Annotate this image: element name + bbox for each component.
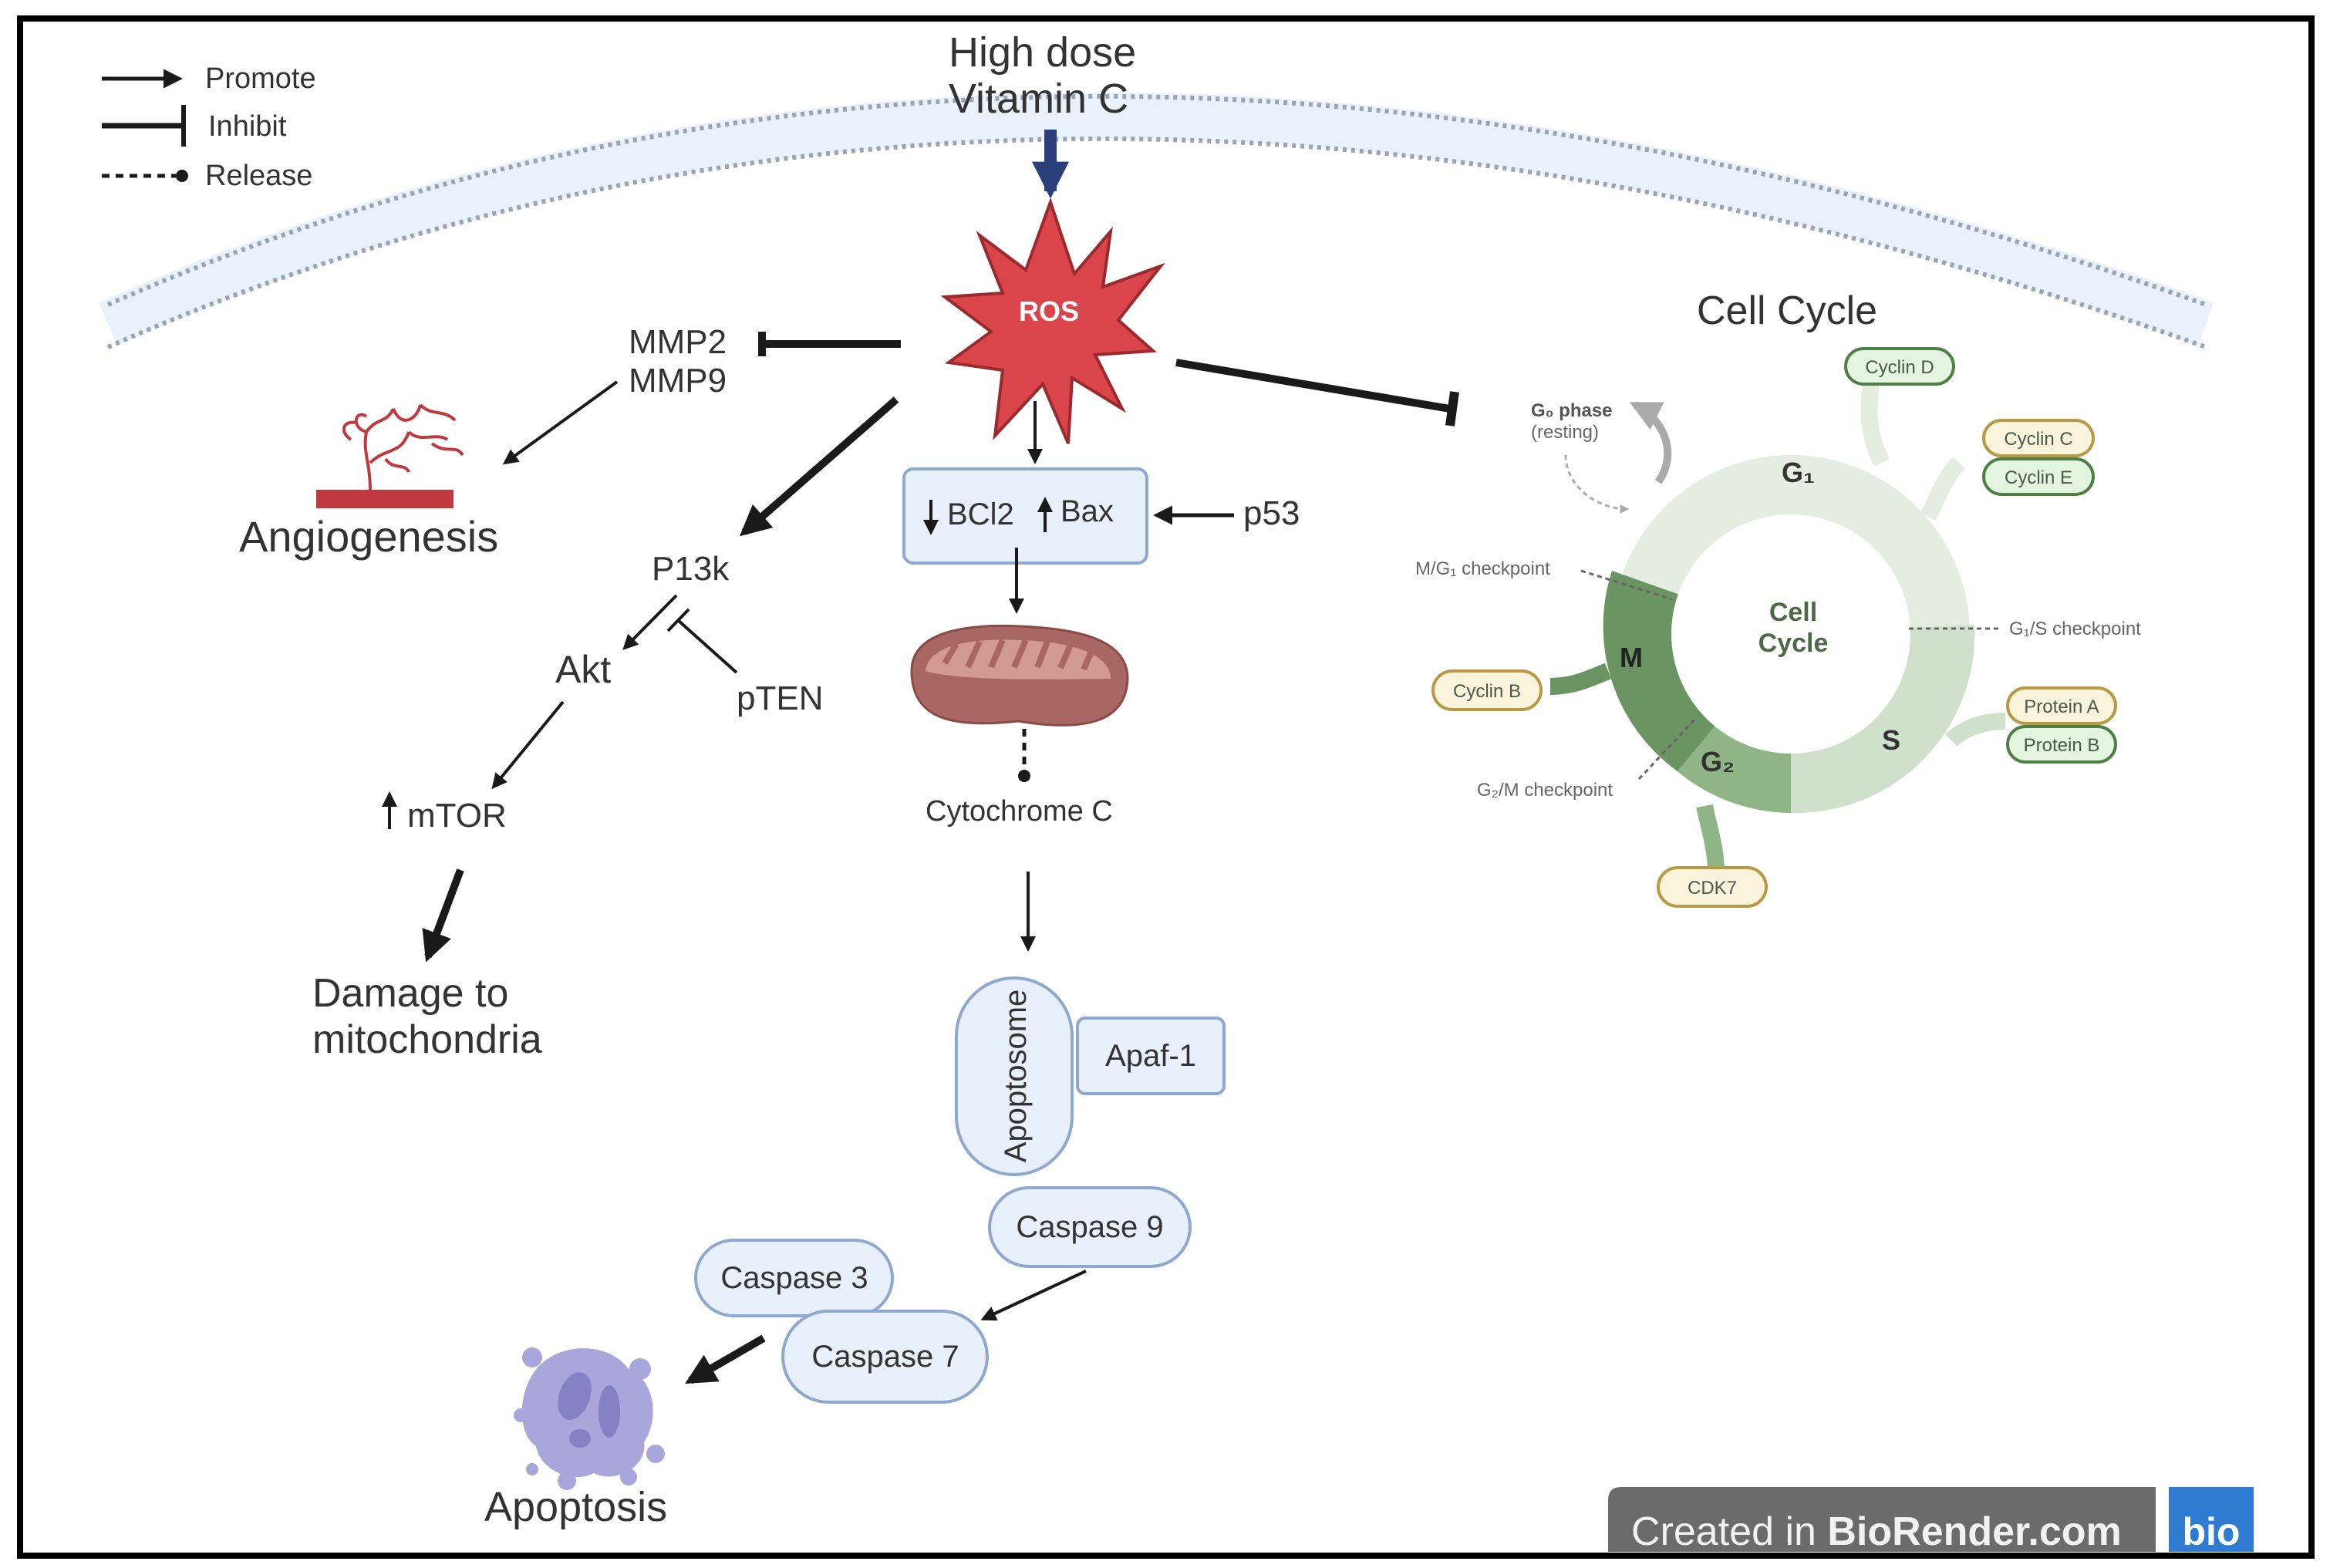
caspase7-label: Caspase 7 <box>811 1340 959 1374</box>
mtor-to-damage-arrow <box>422 868 464 963</box>
g0-resting-label: (resting) <box>1531 422 1599 443</box>
pill-cdk7: CDK7 <box>1657 866 1768 908</box>
apoptosome-capsule <box>955 976 1074 1176</box>
biorender-watermark[interactable]: Created in BioRender.com bio <box>1608 1487 2254 1554</box>
caspase-to-apoptosis-arrow <box>685 1334 766 1384</box>
svg-text:Created in BioRender.com: Created in BioRender.com <box>1631 1509 2122 1554</box>
pill-cyclin-d: Cyclin D <box>1844 347 1955 386</box>
legend-promote: Promote <box>102 62 316 95</box>
apoptosome-label: Apoptosome <box>999 990 1033 1163</box>
pi3k-label: P13k <box>652 550 730 588</box>
akt-label: Akt <box>555 648 611 691</box>
watermark-brand: BioRender.com <box>1827 1509 2121 1554</box>
stimulus-line1: High dose <box>949 29 1136 76</box>
checkpoint-g2m-line <box>1637 716 1698 781</box>
pill-protein-b: Protein B <box>2006 725 2117 764</box>
pten-label: pTEN <box>737 679 823 717</box>
caspase9-label: Caspase 9 <box>1016 1210 1163 1244</box>
outer-frame <box>17 15 2315 1559</box>
phase-g1-label: G₁ <box>1782 457 1815 488</box>
pill-cyclin-b: Cyclin B <box>1431 669 1543 711</box>
checkpoint-g1s-label: G₁/S checkpoint <box>2009 619 2141 639</box>
caspase7-pill <box>781 1310 989 1404</box>
cell-cycle-center-line1: Cell <box>1769 598 1817 627</box>
ros-star-icon <box>940 197 1165 444</box>
mmp-to-angiogenesis-arrow <box>502 380 619 465</box>
bax-label: Bax <box>1060 494 1114 528</box>
pill-cyclin-e: Cyclin E <box>1982 457 2095 496</box>
cyclin-c-label: Cyclin C <box>2004 429 2072 450</box>
phase-m-label: M <box>1620 642 1643 673</box>
release-dot <box>1018 770 1030 782</box>
cell-cycle-title: Cell Cycle <box>1697 288 1877 333</box>
biorender-logo: bio <box>2183 1510 2241 1553</box>
cdk7-label: CDK7 <box>1688 878 1737 899</box>
cyclin-d-label: Cyclin D <box>1865 357 1934 378</box>
caspase9-pill <box>988 1186 1192 1268</box>
mmp2-label: MMP2 <box>629 323 727 361</box>
bcl2-bax-box <box>902 467 1148 565</box>
p53-label: p53 <box>1243 494 1300 532</box>
cyclin-e-label: Cyclin E <box>2005 467 2072 488</box>
protein-b-label: Protein B <box>2024 735 2100 756</box>
g0-exit-arrow-icon <box>1629 401 1672 484</box>
pill-cyclin-c: Cyclin C <box>1982 419 2095 457</box>
caspase3-label: Caspase 3 <box>720 1261 868 1295</box>
mmp9-label: MMP9 <box>629 362 727 400</box>
checkpoint-mg1-label: M/G₁ checkpoint <box>1415 558 1550 579</box>
cell-membrane <box>98 93 2214 349</box>
checkpoint-g2m-label: G₂/M checkpoint <box>1477 780 1613 801</box>
angiogenesis-label: Angiogenesis <box>239 512 498 561</box>
inhibit-bar <box>666 608 690 632</box>
inhibit-bar <box>1445 391 1459 427</box>
cyclin-b-label: Cyclin B <box>1453 681 1521 702</box>
legend: Promote Inhibit Release <box>102 62 316 192</box>
ros-inhibits-cell-cycle <box>1175 359 1451 413</box>
apoptosis-label: Apoptosis <box>484 1484 667 1530</box>
mitochondrion-icon <box>910 624 1129 727</box>
phase-s-label: S <box>1882 724 1900 756</box>
bcl2-label: BCl2 <box>947 497 1014 531</box>
ros-to-pi3k-arrow <box>739 396 899 537</box>
damage-line1: Damage to <box>312 971 508 1016</box>
legend-inhibit-label: Inhibit <box>208 110 287 143</box>
g0-return-arrow-icon <box>1564 454 1630 514</box>
phase-g2-label: G₂ <box>1701 746 1735 777</box>
akt-to-mtor-arrow <box>491 700 565 790</box>
ros-burst: ROS <box>940 197 1165 444</box>
caspase3-pill <box>694 1239 894 1317</box>
g0-phase-label: G₀ phase <box>1531 400 1613 421</box>
protein-a-label: Protein A <box>2024 696 2099 717</box>
legend-release-label: Release <box>205 160 312 192</box>
stimulus-line2: Vitamin C <box>949 76 1128 122</box>
cytochrome-label: Cytochrome C <box>926 795 1113 828</box>
caspase9-to-caspase7-arrow <box>980 1270 1087 1321</box>
apoptotic-cell-icon <box>514 1347 665 1490</box>
apaf1-box <box>1076 1017 1226 1095</box>
apaf1-label: Apaf-1 <box>1105 1039 1196 1073</box>
cell-cycle-ring <box>1549 368 2006 872</box>
legend-promote-label: Promote <box>205 62 316 95</box>
ros-label: ROS <box>1019 295 1079 327</box>
mtor-label: mTOR <box>407 797 507 835</box>
legend-inhibit: Inhibit <box>102 105 287 147</box>
pill-protein-a: Protein A <box>2006 686 2117 725</box>
pi3k-to-akt-arrow <box>622 594 678 650</box>
damage-line2: mitochondria <box>312 1017 542 1062</box>
cell-cycle-center-line2: Cycle <box>1758 629 1829 658</box>
angiogenesis-vessel-icon <box>316 403 464 508</box>
watermark-prefix: Created in <box>1631 1509 1827 1554</box>
legend-release: Release <box>102 160 312 192</box>
checkpoint-mg1-line <box>1580 569 1673 601</box>
pten-inhibits-pi3k <box>677 619 738 674</box>
